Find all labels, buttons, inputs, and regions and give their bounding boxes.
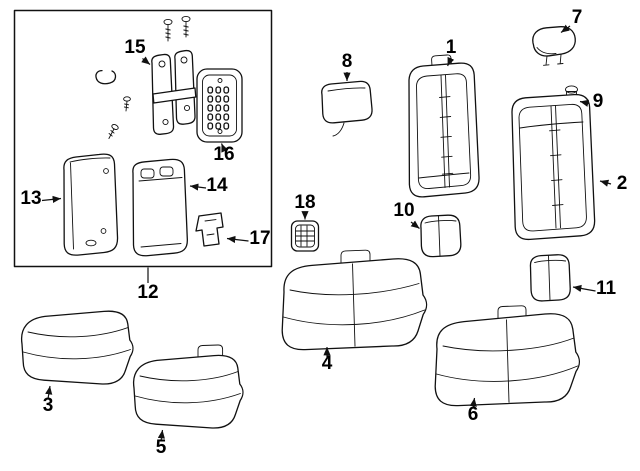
callout-4: 4 xyxy=(322,353,333,374)
callout-13: 13 xyxy=(20,188,41,209)
part-3-seat-cushion xyxy=(20,310,134,385)
screw-icon xyxy=(181,15,191,23)
part-5-seat-cushion xyxy=(132,344,244,429)
part-4-outline xyxy=(281,258,428,351)
screw-icon xyxy=(123,96,131,102)
part-13-outline xyxy=(63,153,119,256)
callout-7: 7 xyxy=(572,7,583,28)
part-2-seat-back xyxy=(511,93,596,241)
callout-6: 6 xyxy=(468,404,479,425)
part-4-seat-cushion xyxy=(281,249,428,351)
part-17-outline xyxy=(195,212,224,247)
callout-15: 15 xyxy=(124,37,146,58)
callout-17: 17 xyxy=(249,228,270,249)
part-1-seat-back xyxy=(408,54,480,198)
screw-icon xyxy=(163,18,173,26)
part-1-outline xyxy=(408,62,480,198)
callout-1: 1 xyxy=(446,37,457,58)
part-7-outline xyxy=(532,26,576,57)
callout-14: 14 xyxy=(206,175,228,196)
callout-12: 12 xyxy=(137,282,158,303)
part-5-outline xyxy=(132,354,244,429)
part-8-outline xyxy=(321,80,373,124)
part-13-armrest xyxy=(63,153,119,256)
part-8-side-pad xyxy=(321,80,373,137)
callout-11: 11 xyxy=(596,278,617,299)
bolt-icon xyxy=(108,124,119,139)
callout-5: 5 xyxy=(156,437,167,458)
screw-icon xyxy=(565,85,578,94)
part-7-headrest xyxy=(532,26,576,66)
armrest-group-box xyxy=(13,9,273,268)
part-6-seat-cushion xyxy=(434,305,580,407)
part-14-back-panel xyxy=(132,158,188,257)
part-14-outline xyxy=(132,158,188,257)
callout-18: 18 xyxy=(294,192,315,213)
part-15-latch-assembly xyxy=(95,15,197,139)
part-16-vent-grille xyxy=(196,68,243,143)
part-11-outline xyxy=(529,254,571,302)
part-10-outline xyxy=(420,214,462,258)
part-18-grille xyxy=(290,220,320,252)
part-11-small-pad xyxy=(529,254,571,302)
callout-8: 8 xyxy=(342,51,353,72)
callout-9: 9 xyxy=(593,91,604,112)
callout-2: 2 xyxy=(617,173,628,194)
leader-lines xyxy=(41,24,612,442)
callout-16: 16 xyxy=(213,144,234,165)
callout-labels: 1 2 3 4 5 6 7 8 9 10 11 12 13 14 15 16 1… xyxy=(20,7,627,458)
callout-10: 10 xyxy=(393,200,414,221)
part-17-bracket xyxy=(195,212,224,247)
callout-3: 3 xyxy=(43,395,54,416)
part-3-outline xyxy=(20,310,134,385)
part-10-small-pad xyxy=(420,214,462,258)
hook-icon xyxy=(95,69,117,85)
